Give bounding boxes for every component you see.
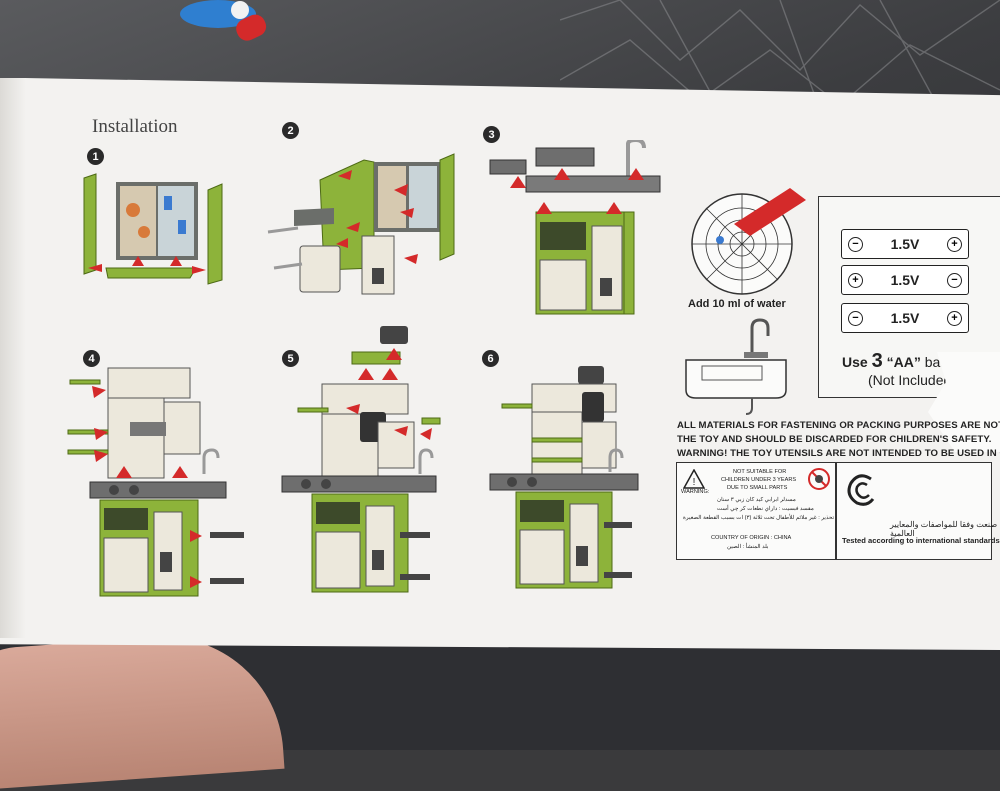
use-prefix: Use: [842, 354, 868, 370]
step-number-5: 5: [282, 350, 299, 367]
minus-icon: −: [947, 272, 962, 288]
battery-3: − 1.5V +: [841, 303, 969, 333]
plus-icon: +: [947, 310, 962, 326]
step-1-illustration: [83, 173, 223, 285]
step-number-6: 6: [482, 350, 499, 367]
battery-voltage: 1.5V: [890, 236, 920, 252]
blanket-pattern: [560, 0, 1000, 110]
plus-icon: +: [848, 272, 863, 288]
step-6-illustration: [489, 366, 639, 589]
step-number-3: 3: [483, 126, 500, 143]
water-tank-illustration: [691, 188, 806, 295]
age-warning-box: ! WARNING: NOT SUITABLE FOR CHILDREN UND…: [676, 462, 836, 560]
warning-triangle-icon: !: [683, 469, 705, 489]
age-line-3: DUE TO SMALL PARTS: [727, 485, 788, 491]
battery-count: 3: [871, 350, 883, 372]
battery-2: + 1.5V −: [841, 265, 969, 295]
not-included-label: (Not Included): [868, 372, 956, 388]
plus-icon: +: [947, 236, 962, 252]
arabic-line-3: تحذير : غير ملائم للأطفال تحت ثلاثة (٣) …: [683, 515, 835, 521]
battery-1: − 1.5V +: [841, 229, 969, 259]
standards-english: Tested according to international standa…: [842, 536, 1000, 545]
svg-text:!: !: [693, 477, 696, 488]
standards-logo-icon: [847, 474, 875, 506]
step-number-2: 2: [282, 122, 299, 139]
step-3-illustration: [489, 140, 661, 315]
step-2-illustration: [267, 153, 455, 295]
sink-illustration: [685, 318, 787, 415]
step-5-illustration: [281, 326, 441, 593]
age-line-1: NOT SUITABLE FOR: [733, 469, 787, 475]
country-of-origin-arabic: بلد المنشأ : الصين: [727, 544, 769, 550]
country-of-origin: COUNTRY OF ORIGIN : CHINA: [711, 535, 792, 541]
step-number-1: 1: [87, 148, 104, 165]
water-label: Add 10 ml of water: [688, 298, 786, 310]
warning-label: WARNING:: [681, 489, 710, 495]
no-under-3-icon: [808, 468, 830, 490]
box-fold-edge: [0, 78, 26, 638]
battery-type: “AA”: [886, 354, 921, 370]
battery-voltage: 1.5V: [890, 310, 920, 326]
step-number-4: 4: [83, 350, 100, 367]
step-4-illustration: [67, 367, 244, 597]
warning-line-3: WARNING! THE TOY UTENSILS ARE NOT INTEND…: [677, 448, 1000, 459]
minus-icon: −: [848, 310, 863, 326]
standards-arabic: صنعت وفقا للمواصفات والمعايير العالمية: [890, 520, 998, 538]
battery-voltage: 1.5V: [890, 272, 920, 288]
warning-line-2: THE TOY AND SHOULD BE DISCARDED FOR CHIL…: [677, 434, 992, 445]
warning-line-1: ALL MATERIALS FOR FASTENING OR PACKING P…: [677, 420, 1000, 431]
minus-icon: −: [848, 236, 863, 252]
standards-box: [836, 462, 992, 560]
age-line-2: CHILDREN UNDER 3 YEARS: [721, 477, 797, 483]
installation-title: Installation: [92, 116, 178, 137]
toy-in-background: [180, 0, 267, 41]
arabic-line-1: مسدلر ابرابي كيد كان زبي ٣ سنان: [717, 497, 796, 503]
arabic-line-2: مقسد فبسيت : داراي نطعات كر چي أست: [717, 506, 814, 512]
